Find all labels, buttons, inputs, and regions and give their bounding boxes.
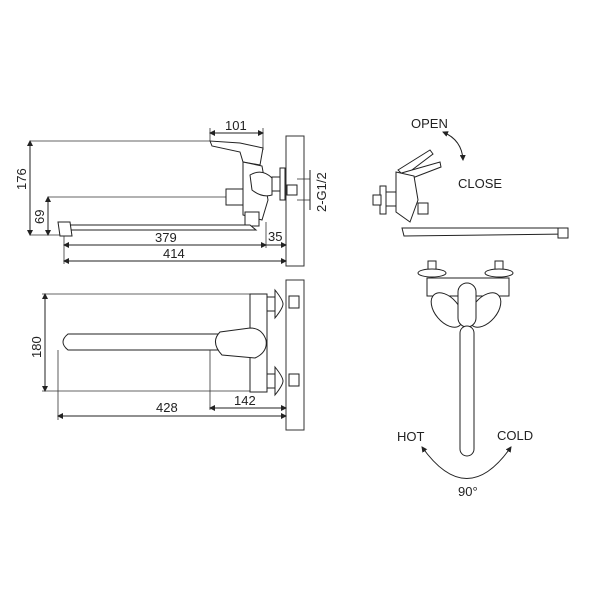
cold-label: COLD bbox=[497, 428, 533, 443]
dim-428: 428 bbox=[156, 400, 178, 415]
dim-176: 176 bbox=[14, 168, 29, 190]
flange-bottom bbox=[274, 365, 284, 397]
wall-section bbox=[285, 135, 305, 267]
dim-379: 379 bbox=[155, 230, 177, 245]
lever-hot-ghost bbox=[430, 292, 464, 328]
front-spout bbox=[459, 325, 475, 457]
wall-section-2 bbox=[285, 279, 305, 431]
diverter-knob bbox=[225, 188, 244, 206]
dim-35: 35 bbox=[268, 229, 282, 244]
angle-label: 90° bbox=[458, 484, 478, 499]
hot-label: HOT bbox=[397, 429, 425, 444]
dim-thread: 2-G1/2 bbox=[314, 172, 329, 212]
operation-front-view: HOT COLD 90° bbox=[397, 260, 533, 499]
front-lever bbox=[457, 282, 477, 328]
front-flange-left bbox=[417, 268, 447, 278]
dim-69: 69 bbox=[32, 210, 47, 224]
flange-top bbox=[274, 288, 284, 320]
nut-top bbox=[266, 296, 276, 312]
open-label: OPEN bbox=[411, 116, 448, 131]
inlet-top bbox=[288, 295, 300, 309]
nut-bottom bbox=[266, 373, 276, 389]
side-nut bbox=[385, 191, 397, 207]
union-nut bbox=[271, 176, 281, 192]
dim-180: 180 bbox=[29, 336, 44, 358]
hot-cold-arrow bbox=[421, 446, 512, 479]
side-inlet bbox=[372, 194, 382, 206]
lever-handle bbox=[209, 140, 264, 166]
top-view: 180 142 428 bbox=[29, 279, 305, 431]
side-view: 176 69 101 2-G1/2 379 35 414 bbox=[14, 118, 329, 267]
side-body bbox=[395, 171, 419, 223]
operation-side-view: OPEN CLOSE bbox=[372, 116, 569, 239]
side-diverter bbox=[417, 202, 429, 215]
inlet-pipe bbox=[286, 184, 298, 196]
close-label: CLOSE bbox=[458, 176, 502, 191]
spout-aerator bbox=[57, 221, 73, 237]
side-aerator bbox=[557, 227, 569, 239]
open-close-arrow bbox=[442, 131, 466, 161]
dim-414: 414 bbox=[163, 246, 185, 261]
dim-142: 142 bbox=[234, 393, 256, 408]
spout-swivel bbox=[244, 211, 260, 227]
wall-flange bbox=[279, 167, 286, 201]
inlet-bottom bbox=[288, 373, 300, 387]
body-arc bbox=[249, 171, 273, 197]
front-flange-right bbox=[484, 268, 514, 278]
spout-top bbox=[62, 333, 221, 351]
dim-101: 101 bbox=[225, 118, 247, 133]
lever-top bbox=[215, 327, 267, 359]
side-spout bbox=[401, 227, 569, 237]
